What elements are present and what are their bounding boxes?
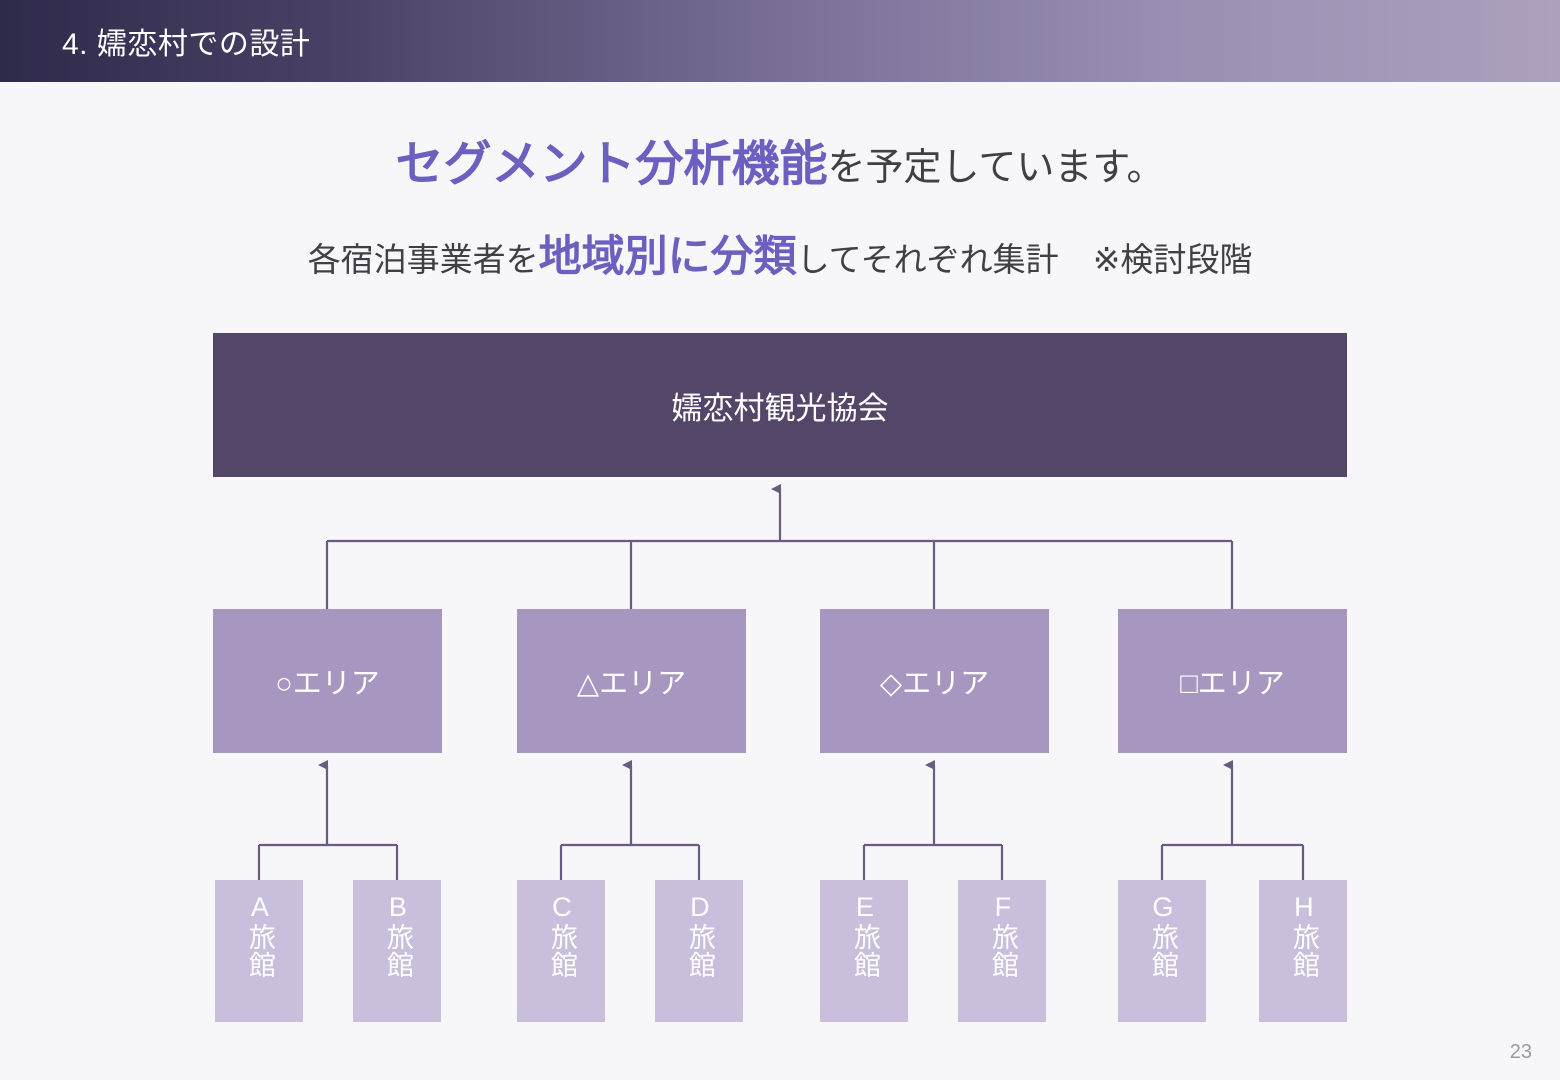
node-hotel-5-label: F旅館 (987, 892, 1018, 979)
node-area-3-label: □エリア (1180, 668, 1285, 700)
node-hotel-d[interactable]: D旅館 (655, 880, 743, 1022)
node-hotel-7-label: H旅館 (1288, 892, 1319, 979)
node-hotel-g[interactable]: G旅館 (1118, 880, 1206, 1022)
node-hotel-0-label: A旅館 (244, 892, 275, 979)
connector-area-3-group (1160, 760, 1305, 880)
headline-1-accent-text: セグメント分析機能 (395, 138, 828, 191)
node-hotel-f[interactable]: F旅館 (958, 880, 1046, 1022)
node-area-1-label: △エリア (576, 668, 687, 700)
node-root-association[interactable]: 嬬恋村観光協会 (213, 333, 1347, 477)
headline-line-1: セグメント分析機能を予定しています。 (0, 124, 1560, 194)
node-hotel-6-label: G旅館 (1147, 892, 1178, 979)
node-root-label: 嬬恋村観光協会 (671, 390, 889, 426)
node-area-triangle[interactable]: △エリア (517, 609, 746, 753)
connector-area-0-group (257, 760, 399, 880)
node-area-diamond[interactable]: ◇エリア (820, 609, 1049, 753)
headline-2-accent-text: 地域別に分類 (538, 233, 797, 281)
node-hotel-h[interactable]: H旅館 (1259, 880, 1347, 1022)
node-hotel-2-label: C旅館 (546, 892, 577, 979)
headline-2-suffix-text: してそれぞれ集計 (796, 241, 1059, 278)
node-area-0-label: ○エリア (275, 668, 380, 700)
page-title: 4. 嬬恋村での設計 (62, 28, 311, 61)
node-hotel-3-label: D旅館 (684, 892, 715, 979)
node-hotel-b[interactable]: B旅館 (353, 880, 441, 1022)
slide-header-bar: 4. 嬬恋村での設計 (0, 0, 1560, 82)
node-area-2-label: ◇エリア (879, 668, 990, 700)
node-hotel-1-label: B旅館 (382, 892, 413, 979)
node-hotel-c[interactable]: C旅館 (517, 880, 605, 1022)
headline-line-2: 各宿泊事業者を地域別に分類してそれぞれ集計 ※検討段階 (0, 222, 1560, 284)
node-hotel-e[interactable]: E旅館 (820, 880, 908, 1022)
node-area-circle[interactable]: ○エリア (213, 609, 442, 753)
headline-2-note-text: ※検討段階 (1092, 241, 1253, 278)
node-hotel-4-label: E旅館 (849, 892, 880, 979)
connector-area-1-group (559, 760, 701, 880)
connector-area-bus (325, 539, 1234, 609)
node-area-square[interactable]: □エリア (1118, 609, 1347, 753)
page-number: 23 (1509, 1041, 1532, 1063)
headline-2-prefix-text: 各宿泊事業者を (307, 241, 539, 278)
connector-area-2-group (862, 760, 1004, 880)
node-hotel-a[interactable]: A旅館 (215, 880, 303, 1022)
headline-1-plain-text: を予定しています。 (827, 147, 1165, 189)
